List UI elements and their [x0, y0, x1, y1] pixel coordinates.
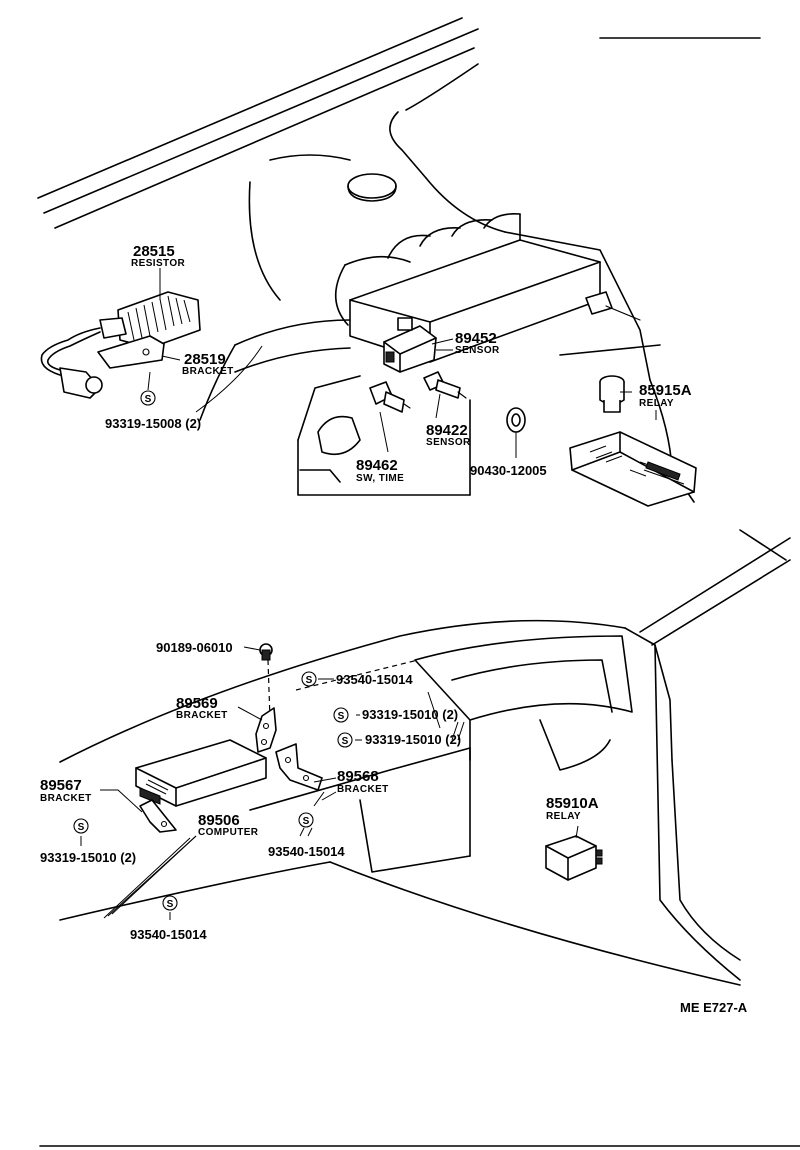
- computer-part: [135, 739, 267, 807]
- sw-time-name: SW, TIME: [356, 473, 404, 484]
- svg-text:S: S: [306, 675, 313, 686]
- bracket-89569-name: BRACKET: [176, 710, 228, 721]
- relay-85910a-part: [545, 835, 603, 881]
- screw-93540-top-number: 93540-15014: [336, 672, 413, 687]
- bolt-90189-part: [259, 643, 273, 721]
- junction-block-part: [569, 431, 697, 507]
- sensor-89452-name: SENSOR: [455, 345, 500, 356]
- washer-symbol: S: [301, 671, 317, 687]
- washer-symbol: S: [162, 895, 178, 911]
- bracket-89567-part: [139, 799, 177, 833]
- screw-93540-mid-number: 93540-15014: [268, 844, 345, 859]
- bracket-89567-name: BRACKET: [40, 793, 92, 804]
- bolt-90189-number: 90189-06010: [156, 640, 233, 655]
- bracket-28519-name: BRACKET: [182, 366, 234, 377]
- screw-93540-bottom-number: 93540-15014: [130, 927, 207, 942]
- bracket-28519-part: [97, 335, 165, 369]
- svg-text:S: S: [145, 394, 152, 405]
- washer-symbol: S: [140, 390, 156, 406]
- relay-85915a-number: 85915A: [639, 382, 692, 399]
- sensor-89452-part: [383, 317, 437, 373]
- bracket-89569-number: 89569: [176, 695, 218, 712]
- screw-93319-a-number: 93319-15010 (2): [362, 707, 458, 722]
- washer-symbol: S: [333, 707, 349, 723]
- screw-93319-15008-number: 93319-15008 (2): [105, 416, 201, 431]
- svg-text:S: S: [167, 899, 174, 910]
- washer-symbol: S: [337, 732, 353, 748]
- bracket-89568-name: BRACKET: [337, 784, 389, 795]
- sw-time-number: 89462: [356, 457, 398, 474]
- sw-time-89462-part: [369, 381, 411, 413]
- screw-93319-b-number: 93319-15010 (2): [365, 732, 461, 747]
- washer-symbol: S: [298, 812, 314, 828]
- leader-lines: [80, 268, 657, 920]
- bracket-28519-number: 28519: [184, 351, 226, 368]
- washer-symbol: S: [73, 818, 89, 834]
- svg-text:S: S: [338, 711, 345, 722]
- sensor-89422-name: SENSOR: [426, 437, 471, 448]
- relay-85910a-number: 85910A: [546, 795, 599, 812]
- svg-text:S: S: [342, 736, 349, 747]
- diagram-code: ME E727-A: [680, 1000, 748, 1015]
- relay-85915a-part: [599, 375, 625, 413]
- resistor-part-name: RESISTOR: [131, 258, 186, 269]
- resistor-part-number: 28515: [133, 243, 175, 260]
- dash-outline: [39, 529, 800, 1147]
- relay-85910a-name: RELAY: [546, 811, 581, 822]
- computer-number: 89506: [198, 812, 240, 829]
- sensor-89422-number: 89422: [426, 422, 468, 439]
- bracket-89567-number: 89567: [40, 777, 82, 794]
- bracket-89568-number: 89568: [337, 768, 379, 785]
- svg-text:S: S: [303, 816, 310, 827]
- bracket-89568-part: [275, 743, 323, 791]
- sensor-89452-number: 89452: [455, 330, 497, 347]
- screw-93319-left-number: 93319-15010 (2): [40, 850, 136, 865]
- relay-85915a-name: RELAY: [639, 398, 674, 409]
- grommet-number: 90430-12005: [470, 463, 547, 478]
- grommet-part: [506, 407, 526, 433]
- bracket-89569-part: [255, 707, 277, 753]
- svg-text:S: S: [78, 822, 85, 833]
- resistor-part: [40, 291, 201, 399]
- sensor-89422-part: [423, 371, 467, 399]
- computer-name: COMPUTER: [198, 827, 259, 838]
